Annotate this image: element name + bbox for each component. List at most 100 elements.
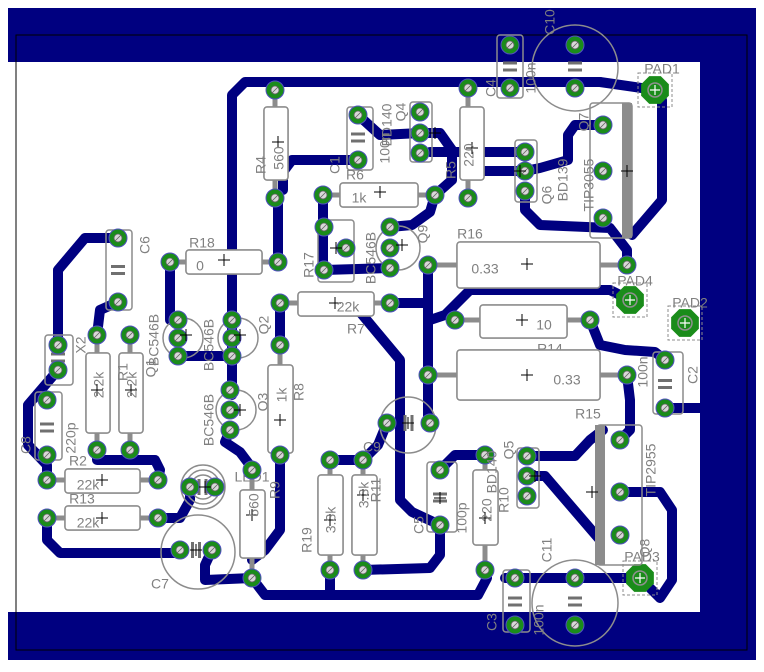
- solder-pad[interactable]: [593, 161, 613, 181]
- solder-pad[interactable]: [108, 292, 128, 312]
- solder-pad[interactable]: [515, 142, 535, 162]
- solder-pad[interactable]: [270, 293, 290, 313]
- component-pad4[interactable]: PAD4: [612, 273, 653, 318]
- solder-pad[interactable]: [565, 568, 585, 588]
- component-c6[interactable]: C6: [105, 228, 153, 312]
- component-pad2[interactable]: PAD2: [667, 295, 708, 341]
- solder-pad[interactable]: [205, 477, 225, 497]
- solder-pad[interactable]: [377, 413, 397, 433]
- solder-pad[interactable]: [265, 80, 285, 100]
- solder-pad[interactable]: [48, 335, 68, 355]
- solder-pad[interactable]: [320, 560, 340, 580]
- solder-pad[interactable]: [593, 115, 613, 135]
- solder-pad[interactable]: [655, 398, 675, 418]
- component-resistor[interactable]: 22k: [37, 468, 168, 494]
- component-c10[interactable]: C10: [531, 9, 619, 112]
- solder-pad[interactable]: [148, 508, 168, 528]
- solder-pad[interactable]: [517, 486, 537, 506]
- solder-pad[interactable]: [222, 346, 242, 366]
- solder-pad[interactable]: [610, 482, 630, 502]
- solder-pad[interactable]: [418, 255, 438, 275]
- solder-pad[interactable]: [420, 413, 440, 433]
- solder-pad[interactable]: [37, 390, 57, 410]
- solder-pad[interactable]: [353, 560, 373, 580]
- component-c7[interactable]: C7: [151, 514, 236, 592]
- solder-pad[interactable]: [87, 325, 107, 345]
- solder-pad[interactable]: [565, 615, 585, 635]
- solder-pad[interactable]: [475, 445, 495, 465]
- solder-pad[interactable]: [475, 560, 495, 580]
- component-r1[interactable]: R12.2k: [115, 325, 144, 460]
- solder-pad[interactable]: [120, 325, 140, 345]
- solder-pad[interactable]: [458, 78, 478, 98]
- solder-pad[interactable]: [410, 143, 430, 163]
- solder-pad[interactable]: [220, 420, 240, 440]
- solder-pad[interactable]: [314, 260, 334, 280]
- solder-pad[interactable]: [410, 102, 430, 122]
- solder-pad[interactable]: [168, 310, 188, 330]
- solder-pad[interactable]: [517, 466, 537, 486]
- solder-pad[interactable]: [380, 238, 400, 258]
- mounting-pad[interactable]: [622, 560, 658, 596]
- solder-pad[interactable]: [268, 252, 288, 272]
- solder-pad[interactable]: [314, 217, 334, 237]
- solder-pad[interactable]: [270, 445, 290, 465]
- solder-pad[interactable]: [222, 328, 242, 348]
- component-pad1[interactable]: PAD1: [637, 61, 680, 108]
- component-r17[interactable]: R17: [301, 217, 356, 283]
- component-r2[interactable]: R22.2k: [69, 325, 111, 469]
- solder-pad[interactable]: [220, 380, 240, 400]
- solder-pad[interactable]: [170, 540, 190, 560]
- solder-pad[interactable]: [270, 335, 290, 355]
- component-x2[interactable]: X2: [44, 334, 89, 386]
- solder-pad[interactable]: [265, 188, 285, 208]
- component-c9[interactable]: C9: [363, 396, 440, 455]
- solder-pad[interactable]: [168, 346, 188, 366]
- solder-pad[interactable]: [87, 440, 107, 460]
- solder-pad[interactable]: [505, 615, 525, 635]
- solder-pad[interactable]: [313, 185, 333, 205]
- solder-pad[interactable]: [655, 350, 675, 370]
- solder-pad[interactable]: [348, 105, 368, 125]
- mounting-pad[interactable]: [637, 72, 673, 108]
- solder-pad[interactable]: [48, 360, 68, 380]
- solder-pad[interactable]: [202, 540, 222, 560]
- solder-pad[interactable]: [37, 445, 57, 465]
- solder-pad[interactable]: [593, 208, 613, 228]
- solder-pad[interactable]: [120, 440, 140, 460]
- solder-pad[interactable]: [108, 228, 128, 248]
- solder-pad[interactable]: [425, 185, 445, 205]
- solder-pad[interactable]: [580, 310, 600, 330]
- solder-pad[interactable]: [418, 365, 438, 385]
- solder-pad[interactable]: [242, 460, 262, 480]
- mounting-pad[interactable]: [612, 282, 648, 318]
- solder-pad[interactable]: [610, 525, 630, 545]
- solder-pad[interactable]: [160, 252, 180, 272]
- solder-pad[interactable]: [242, 568, 262, 588]
- solder-pad[interactable]: [430, 515, 450, 535]
- solder-pad[interactable]: [445, 310, 465, 330]
- solder-pad[interactable]: [220, 400, 240, 420]
- mounting-pad[interactable]: [667, 305, 703, 341]
- solder-pad[interactable]: [222, 310, 242, 330]
- solder-pad[interactable]: [617, 365, 637, 385]
